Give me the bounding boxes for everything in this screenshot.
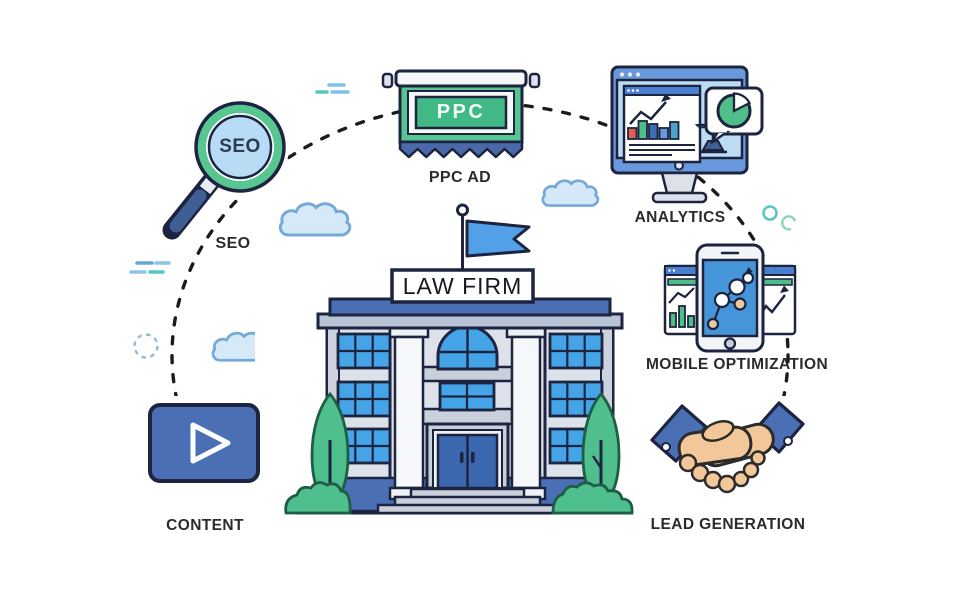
- tower-window: [438, 381, 496, 412]
- entrance-door: [425, 422, 510, 490]
- seo-label: SEO: [215, 235, 251, 252]
- ppc-banner-text: PPC: [436, 101, 486, 123]
- network-graph: [706, 267, 755, 331]
- fingers: [678, 450, 766, 494]
- law-firm-sign-text: LAW FIRM: [402, 273, 523, 299]
- columns: [388, 324, 547, 501]
- mobile-phone-icon: [663, 243, 797, 353]
- bar-chart: [627, 120, 680, 140]
- seo-magnifier-icon: [162, 98, 289, 240]
- bush: [284, 481, 352, 515]
- pie-chart-bubble: [704, 86, 764, 144]
- bush: [551, 481, 634, 515]
- cloud: [541, 179, 600, 207]
- video-play-icon: [148, 403, 260, 483]
- speed-dashes: [315, 83, 350, 94]
- lead-generation-label: LEAD GENERATION: [650, 516, 806, 533]
- handshake-icon: [650, 401, 805, 494]
- law-firm-sign: [390, 268, 535, 304]
- analytics-monitor-icon: [610, 65, 764, 204]
- browser-chart-window: [622, 84, 702, 164]
- dashed-connector-path: [170, 101, 790, 595]
- arch-window: [436, 325, 499, 371]
- analytics-label: ANALYTICS: [634, 209, 726, 226]
- ppc-banner-icon: [381, 69, 541, 159]
- mobile-optimization-label: MOBILE OPTIMIZATION: [645, 356, 829, 373]
- speed-dashes: [129, 261, 171, 274]
- seo-lens-text: SEO: [219, 136, 261, 157]
- law-firm-building: [284, 203, 634, 515]
- bubble-circles-accent: [762, 205, 797, 231]
- dashed-circle-accent: [133, 333, 159, 359]
- content-label: CONTENT: [166, 517, 244, 534]
- ppc-ad-label: PPC AD: [428, 169, 492, 186]
- cloud: [278, 202, 352, 237]
